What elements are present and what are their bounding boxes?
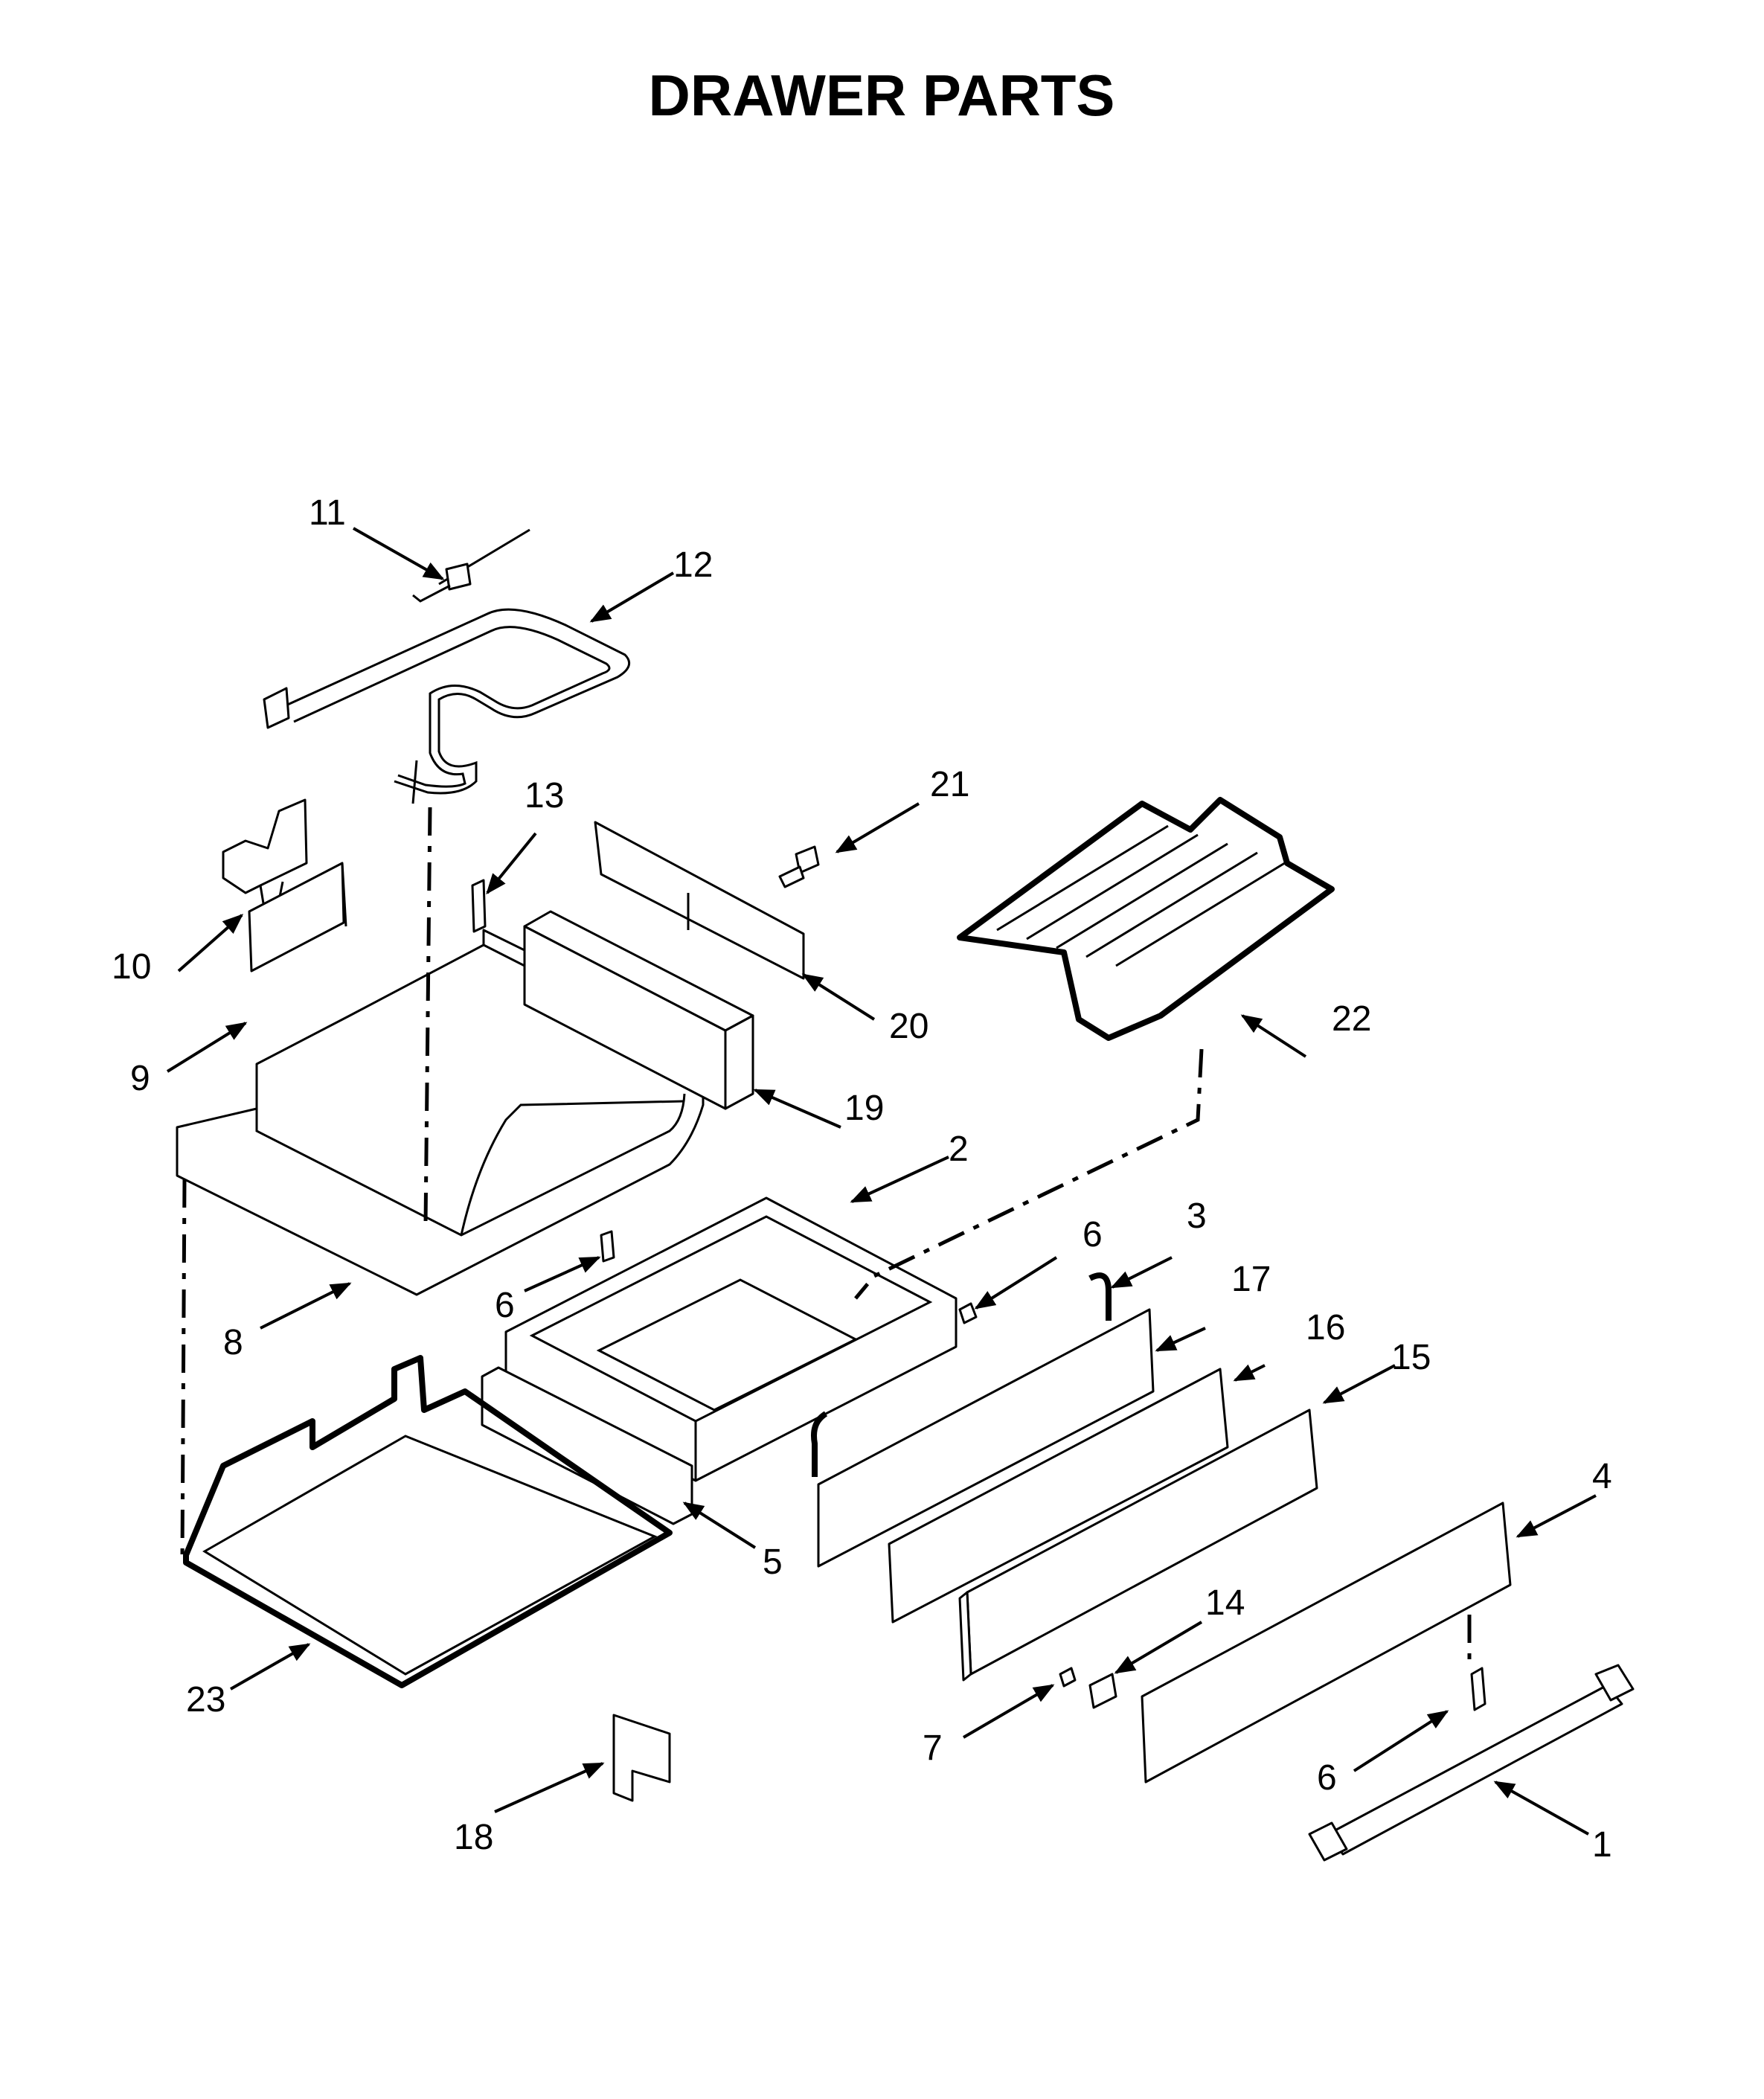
callout-19: 19	[844, 1089, 884, 1128]
callout-15: 15	[1391, 1338, 1431, 1377]
part-21-screw	[778, 845, 820, 888]
part-19-insulation	[523, 910, 754, 1110]
part-4-drawer-front	[1141, 1502, 1512, 1784]
callout-21: 21	[930, 765, 969, 804]
part-14-bezel	[1088, 1673, 1117, 1709]
part-17-inner-panel	[817, 1308, 1155, 1568]
alignment-lines	[180, 807, 1472, 1667]
callout-22: 22	[1332, 999, 1371, 1039]
callout-8: 8	[223, 1323, 243, 1362]
callout-13: 13	[525, 776, 564, 815]
callout-9: 9	[130, 1059, 150, 1098]
callout-14: 14	[1205, 1583, 1245, 1623]
callout-10: 10	[112, 947, 151, 987]
callout-4: 4	[1592, 1457, 1612, 1496]
callout-6-top: 6	[495, 1286, 515, 1325]
part-6-screws	[600, 1230, 1486, 1711]
callout-17: 17	[1231, 1260, 1271, 1299]
callout-12: 12	[673, 545, 713, 585]
callout-5: 5	[763, 1542, 783, 1582]
callout-1: 1	[1592, 1825, 1612, 1865]
part-16-panel	[888, 1368, 1229, 1624]
callout-20: 20	[889, 1007, 928, 1046]
callout-6-right: 6	[1083, 1215, 1103, 1254]
callout-18: 18	[454, 1818, 493, 1857]
part-18-bracket	[612, 1714, 671, 1802]
part-9-plate	[248, 862, 347, 972]
part-3-handle	[811, 1272, 1112, 1477]
callout-16: 16	[1306, 1308, 1345, 1347]
callout-2: 2	[949, 1129, 969, 1169]
leader-arrows	[166, 527, 1597, 1836]
part-15-panel	[958, 1409, 1318, 1682]
part-22-rack	[957, 797, 1335, 1041]
part-1-handle	[1308, 1664, 1635, 1862]
callout-3: 3	[1187, 1196, 1207, 1236]
part-11-sensor	[412, 528, 530, 603]
callout-11: 11	[309, 493, 346, 533]
part-7-screw	[1059, 1667, 1077, 1688]
callout-23: 23	[186, 1680, 225, 1720]
part-12-bake-element	[263, 608, 631, 804]
part-13-clip	[471, 879, 487, 933]
page-title: DRAWER PARTS	[649, 63, 1115, 128]
callout-6-bottom: 6	[1317, 1758, 1337, 1798]
callout-7: 7	[923, 1728, 943, 1768]
callout-labels: 11 12 13 21 20 19 22 10 9 8 2 6 6 3 17 1…	[112, 493, 1612, 1865]
part-23-bottom-panel	[183, 1355, 673, 1688]
